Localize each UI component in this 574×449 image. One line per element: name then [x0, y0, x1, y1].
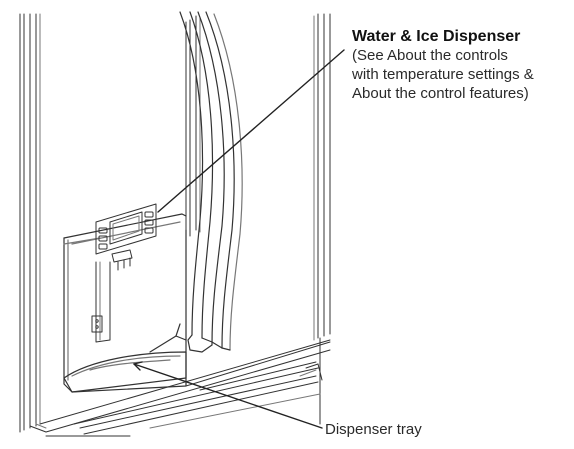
- left-door: [19, 13, 47, 433]
- right-door: [313, 13, 331, 341]
- dispenser-recess: [63, 213, 187, 393]
- dispenser-lever: [91, 261, 111, 343]
- water-ice-dispenser-callout: Water & Ice Dispenser (See About the con…: [352, 27, 574, 103]
- leader-line-dispenser-tray: [133, 363, 323, 429]
- dispenser-tray-label: Dispenser tray: [325, 421, 422, 438]
- dispenser-nozzle: [111, 249, 133, 271]
- control-panel: [95, 203, 157, 255]
- dispenser-tray-shape: [63, 323, 187, 393]
- door-handle: [179, 11, 243, 353]
- callout-line-3: About the control features): [352, 85, 529, 102]
- water-ice-dispenser-title: Water & Ice Dispenser: [352, 28, 521, 45]
- leader-arrowhead: [133, 361, 143, 371]
- freezer-drawer: [39, 337, 331, 437]
- callout-line-1: (See About the controls: [352, 47, 508, 64]
- door-seam: [185, 15, 201, 241]
- callout-line-2: with temperature settings &: [352, 66, 534, 83]
- leader-line-water-ice: [157, 49, 345, 213]
